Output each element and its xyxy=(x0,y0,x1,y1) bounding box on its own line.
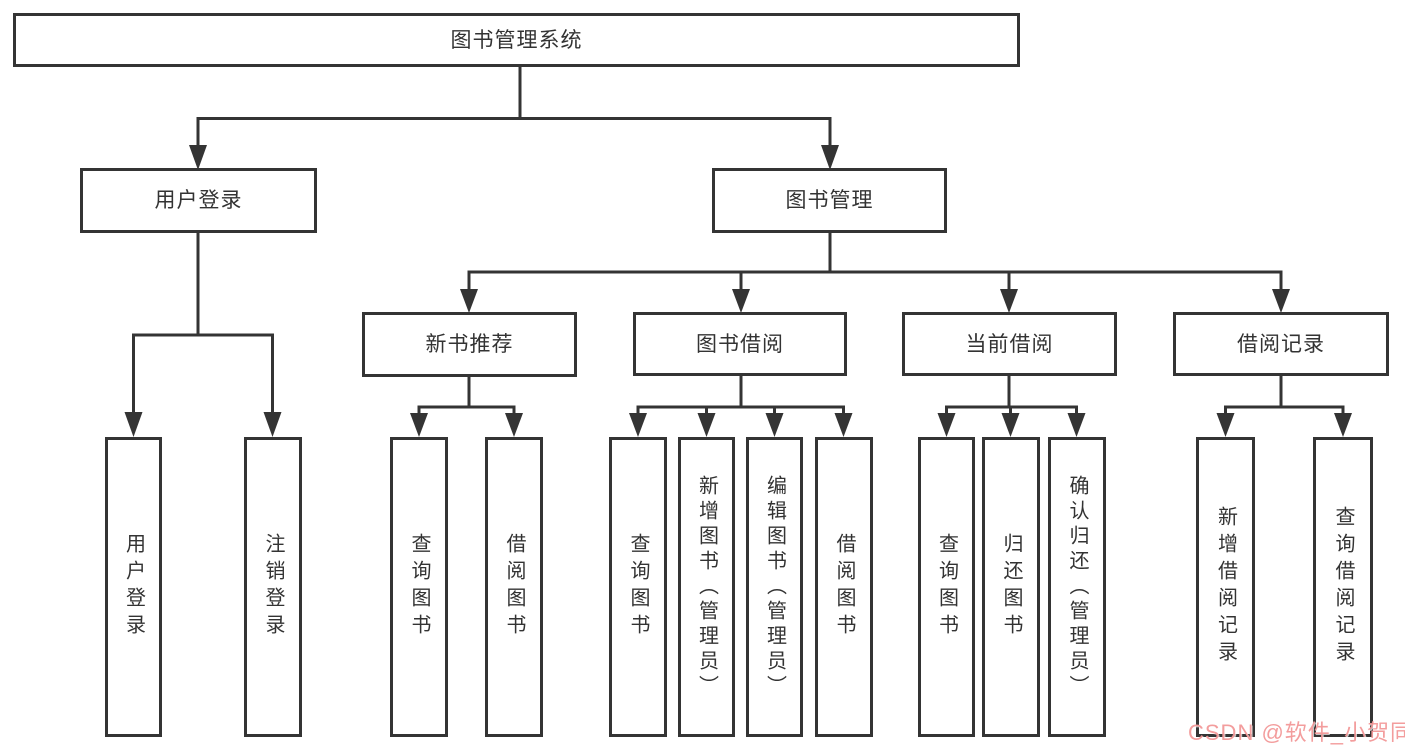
csdn-watermark: CSDN @软件_小贺同学 xyxy=(1188,720,1405,745)
node-library-management-system: 图书管理系统 xyxy=(13,13,1020,67)
leaf-confirm-return-admin: 确认归还（管理员） xyxy=(1048,437,1106,737)
node-new-book-recommendation: 新书推荐 xyxy=(362,312,577,377)
node-book-management: 图书管理 xyxy=(712,168,947,233)
leaf-query-borrow-record: 查询借阅记录 xyxy=(1313,437,1373,737)
leaf-add-borrow-record: 新增借阅记录 xyxy=(1196,437,1255,737)
node-book-borrowing: 图书借阅 xyxy=(633,312,847,376)
leaf-borrow-books-recommend: 借阅图书 xyxy=(485,437,543,737)
leaf-query-books-recommend: 查询图书 xyxy=(390,437,448,737)
leaf-query-books-borrowing: 查询图书 xyxy=(609,437,667,737)
leaf-add-books-admin: 新增图书（管理员） xyxy=(678,437,735,737)
leaf-user-login: 用户登录 xyxy=(105,437,162,737)
leaf-query-books-current: 查询图书 xyxy=(918,437,975,737)
leaf-return-books: 归还图书 xyxy=(982,437,1040,737)
leaf-logout: 注销登录 xyxy=(244,437,302,737)
node-current-borrowing: 当前借阅 xyxy=(902,312,1117,376)
leaf-borrow-books-borrowing: 借阅图书 xyxy=(815,437,873,737)
node-borrowing-records: 借阅记录 xyxy=(1173,312,1389,376)
leaf-edit-books-admin: 编辑图书（管理员） xyxy=(746,437,803,737)
node-user-login: 用户登录 xyxy=(80,168,317,233)
